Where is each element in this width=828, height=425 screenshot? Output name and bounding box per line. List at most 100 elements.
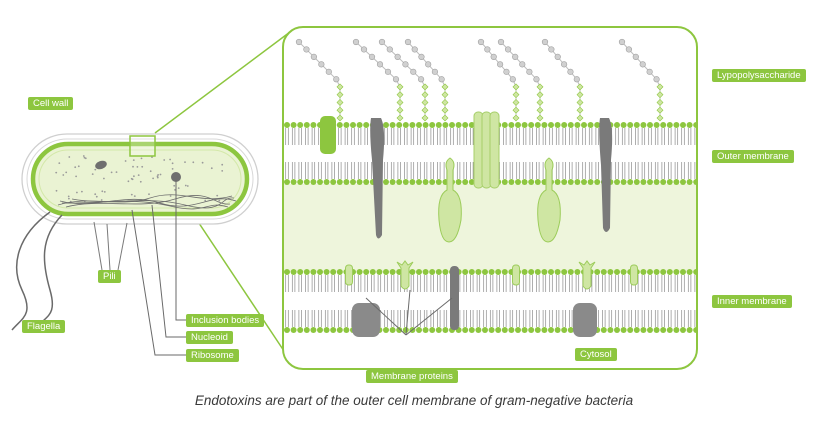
sugar-unit (336, 83, 344, 91)
sugar-unit (632, 53, 639, 61)
sugar-unit (441, 106, 449, 114)
sugar-unit (625, 46, 633, 53)
lipid-head (554, 327, 561, 333)
inclusion-body (171, 172, 181, 182)
lipid-head (567, 122, 574, 128)
lipid-head (574, 179, 581, 185)
flagellum (35, 214, 63, 331)
lipid-head (534, 327, 541, 333)
sugar-unit (512, 83, 520, 91)
sugar-unit (526, 68, 533, 75)
cytosolic-protein (573, 303, 597, 337)
lipid-head (343, 179, 350, 185)
ribosome (77, 165, 80, 168)
ribosome (221, 170, 224, 172)
bacterium-cell (11, 133, 259, 356)
lipid-head (686, 269, 693, 275)
ribosome (174, 189, 176, 191)
sugar-unit (417, 76, 425, 83)
ribosome (139, 180, 142, 183)
lipid-head (627, 179, 634, 185)
sugar-unit (325, 68, 332, 75)
lipid-head (541, 327, 548, 333)
lipid-head (416, 327, 422, 333)
lipid-head (501, 327, 508, 333)
lipid-head (521, 179, 528, 185)
label-cytosol: Cytosol (575, 348, 617, 361)
sugar-unit (303, 46, 310, 53)
ribosome (75, 175, 77, 178)
ribosome (169, 158, 172, 161)
lipid-head (389, 327, 396, 333)
sugar-unit (484, 46, 491, 53)
sugar-unit (394, 53, 401, 61)
membrane-panel (282, 26, 698, 370)
ribosome (148, 193, 150, 196)
ribosome (192, 161, 195, 164)
lipid-head (442, 327, 449, 333)
lipid-head (515, 327, 521, 333)
lipid-head (363, 122, 370, 128)
sugar-unit (656, 83, 664, 91)
lipid-head (356, 179, 363, 185)
ribosome (74, 166, 77, 169)
sugar-unit (441, 114, 449, 122)
lipid-head (561, 122, 568, 128)
sugar-unit (646, 68, 653, 75)
ribosome (177, 187, 180, 190)
sugar-unit (503, 68, 510, 75)
lipid-head (402, 122, 409, 128)
lipid-head (290, 179, 297, 185)
ribosome (68, 156, 71, 158)
ribosome (65, 171, 68, 174)
ribosome (216, 194, 219, 197)
sugar-unit (396, 114, 404, 122)
label-flagella: Flagella (22, 320, 66, 333)
lipid-head (468, 122, 475, 128)
lipid-head (284, 269, 290, 275)
sugar-unit (554, 53, 561, 61)
lipid-head (686, 179, 693, 185)
lipid-head (317, 327, 323, 333)
lipid-head (488, 327, 495, 333)
ribosome (115, 171, 118, 174)
lipid-head (680, 269, 686, 275)
ribosome (103, 177, 105, 180)
lipid-head (680, 122, 686, 128)
sugar-unit (410, 68, 417, 75)
pilus (93, 221, 103, 271)
lipid-head (363, 179, 370, 185)
sugar-unit (567, 68, 574, 75)
sugar-unit (421, 114, 429, 122)
ribosome (221, 163, 224, 166)
ribosome (133, 195, 136, 198)
leader-membrane-protein (405, 289, 411, 336)
ribosome (82, 155, 85, 157)
lipid-head (673, 327, 680, 333)
sugar-unit (336, 114, 344, 122)
lipid-head (528, 327, 535, 333)
lipid-head (416, 122, 422, 128)
lipid-head (336, 327, 343, 333)
lipid-head (561, 327, 568, 333)
lipid-head (660, 269, 667, 275)
lipid-head (614, 122, 620, 128)
ribosome (218, 199, 221, 202)
lipid-head (310, 327, 317, 333)
lipid-head (633, 179, 640, 185)
lipid-head (449, 122, 455, 128)
lipid-head (303, 179, 310, 185)
lipid-head (442, 269, 449, 275)
sugar-unit (541, 38, 549, 46)
lipid-head (647, 269, 653, 275)
ribosome (149, 170, 152, 173)
lipid-head (554, 269, 561, 275)
lipid-head (297, 179, 304, 185)
lipid-head (409, 122, 416, 128)
flagellum (11, 211, 51, 331)
lipid-head (383, 327, 389, 333)
lipid-head (548, 269, 554, 275)
lipid-head (653, 269, 660, 275)
sugar-unit (509, 76, 516, 83)
lipid-head (303, 327, 310, 333)
